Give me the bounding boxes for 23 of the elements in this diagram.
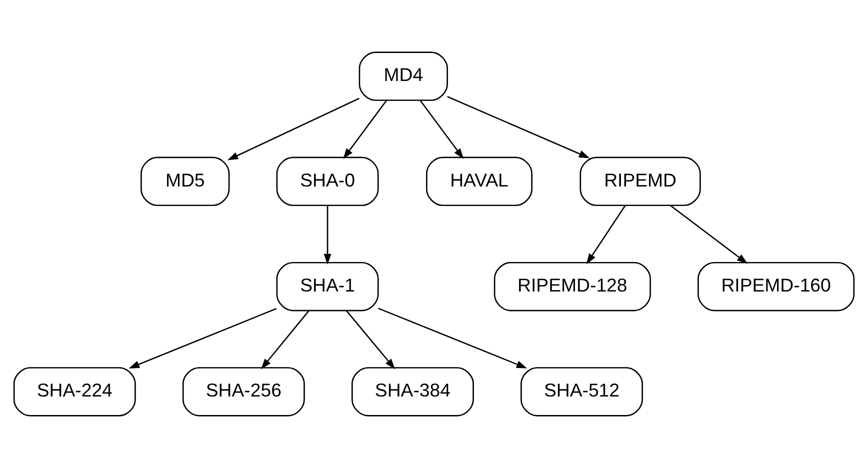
arrow: [378, 307, 528, 368]
node-box: SHA-512: [520, 366, 643, 416]
arrow: [324, 205, 332, 264]
node-box: SHA-256: [182, 366, 305, 416]
node-box: SHA-0: [276, 156, 379, 206]
arrow: [670, 204, 748, 264]
arrow: [343, 99, 388, 159]
arrow: [346, 310, 396, 369]
node-box: SHA-224: [13, 366, 136, 416]
node-box: MD5: [140, 156, 230, 206]
node-box: RIPEMD-128: [494, 261, 651, 311]
arrow: [227, 97, 360, 160]
arrow: [447, 96, 590, 158]
node-box: RIPEMD-160: [698, 261, 855, 311]
node-box: RIPEMD: [580, 156, 701, 206]
arrow: [128, 308, 277, 368]
node-box: HAVAL: [426, 156, 532, 206]
node-box: MD4: [358, 51, 448, 100]
node-box: SHA-384: [351, 366, 474, 416]
node-box: SHA-1: [276, 261, 379, 311]
arrow: [260, 310, 310, 369]
arrow: [586, 204, 626, 264]
arrow: [420, 99, 464, 159]
